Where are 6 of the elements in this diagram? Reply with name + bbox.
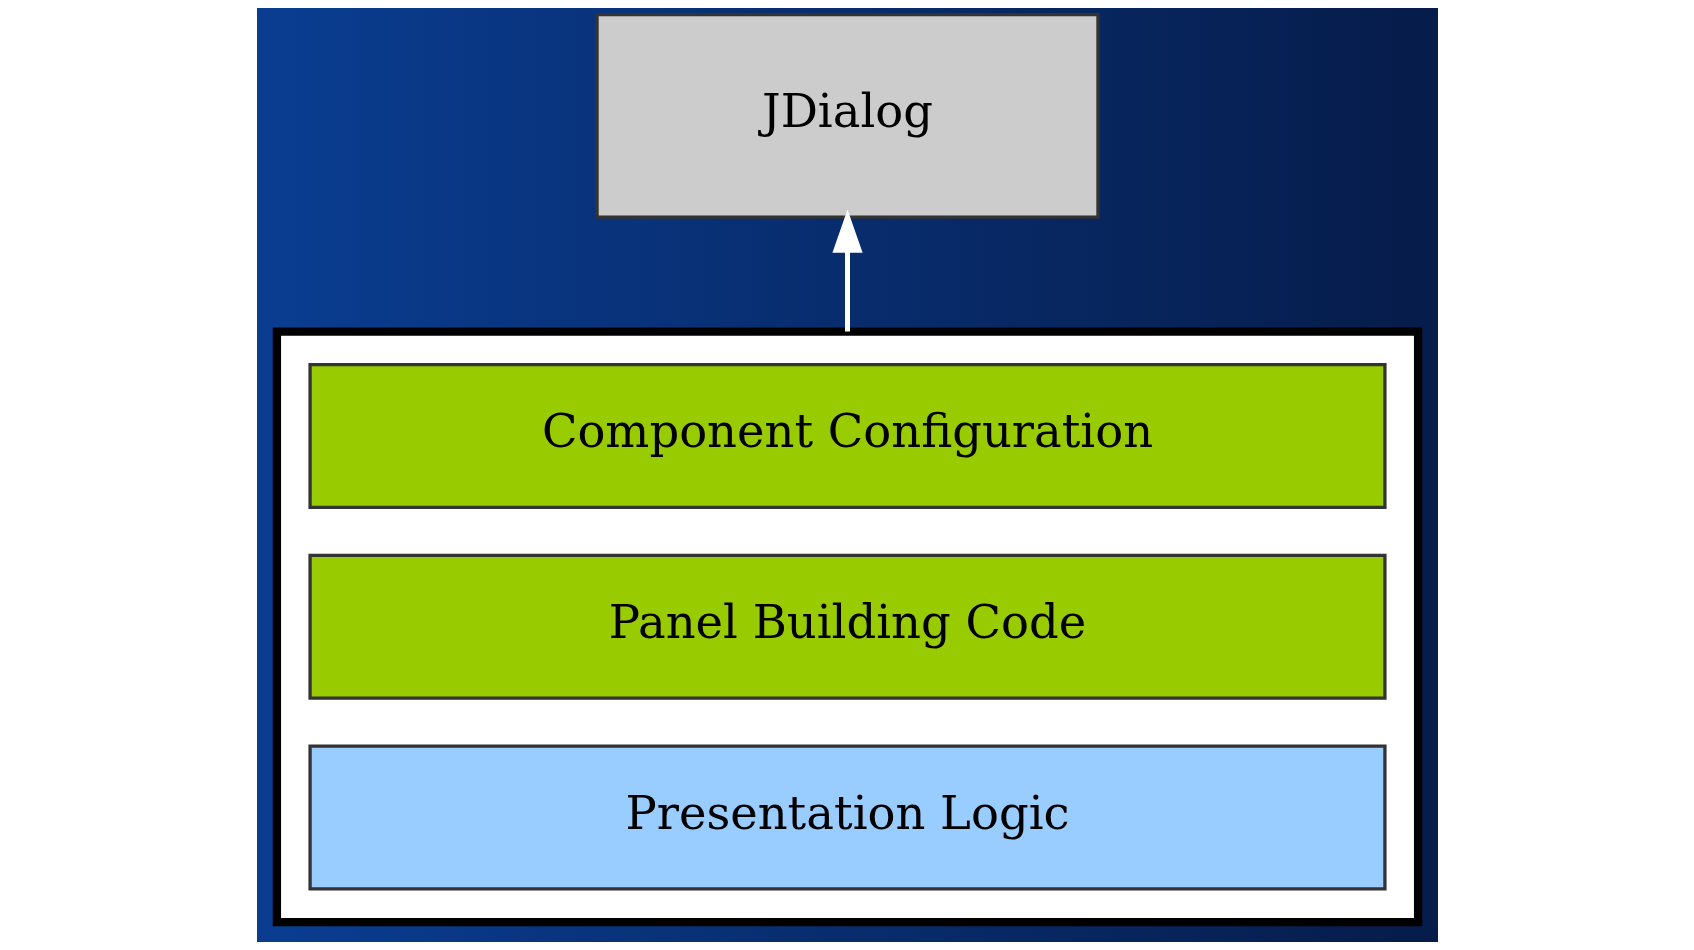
- node-box: Panel Building Code: [307, 553, 1387, 700]
- node-box: Presentation Logic: [307, 744, 1387, 891]
- node-box: JDialog: [594, 13, 1100, 219]
- node-box: Component Configuration: [307, 363, 1387, 509]
- cluster: [272, 327, 1422, 927]
- arrow: [831, 209, 863, 332]
